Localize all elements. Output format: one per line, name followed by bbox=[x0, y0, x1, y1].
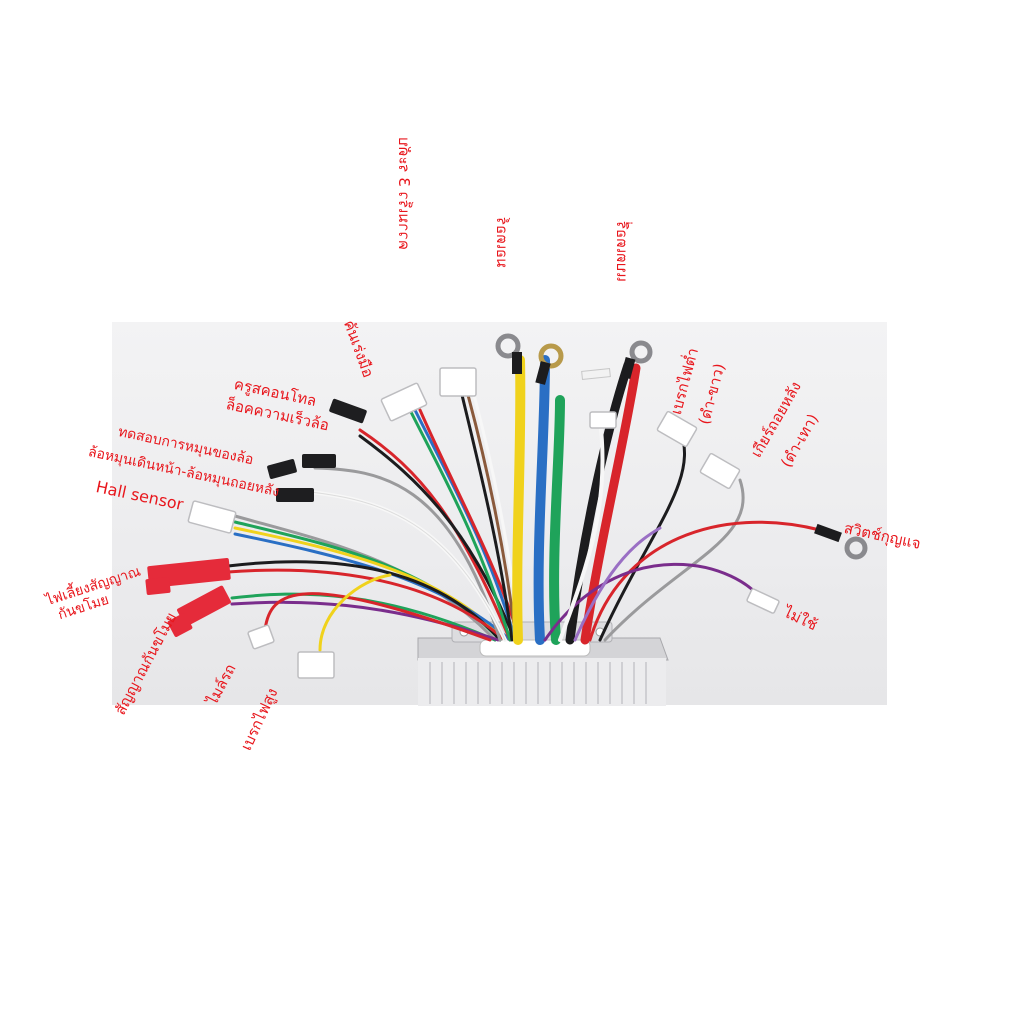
label-power: แบตเตอรี่ bbox=[613, 221, 631, 282]
red-connectors bbox=[145, 557, 231, 637]
label-speed3: ความเร็ว 3 ระดับ bbox=[395, 137, 413, 250]
black-connectors bbox=[267, 398, 367, 502]
wire-bundle bbox=[226, 355, 822, 652]
ring-terminals bbox=[495, 333, 868, 560]
white-connectors bbox=[187, 367, 780, 679]
label-motor-phase: มอเตอร์ bbox=[493, 217, 511, 268]
